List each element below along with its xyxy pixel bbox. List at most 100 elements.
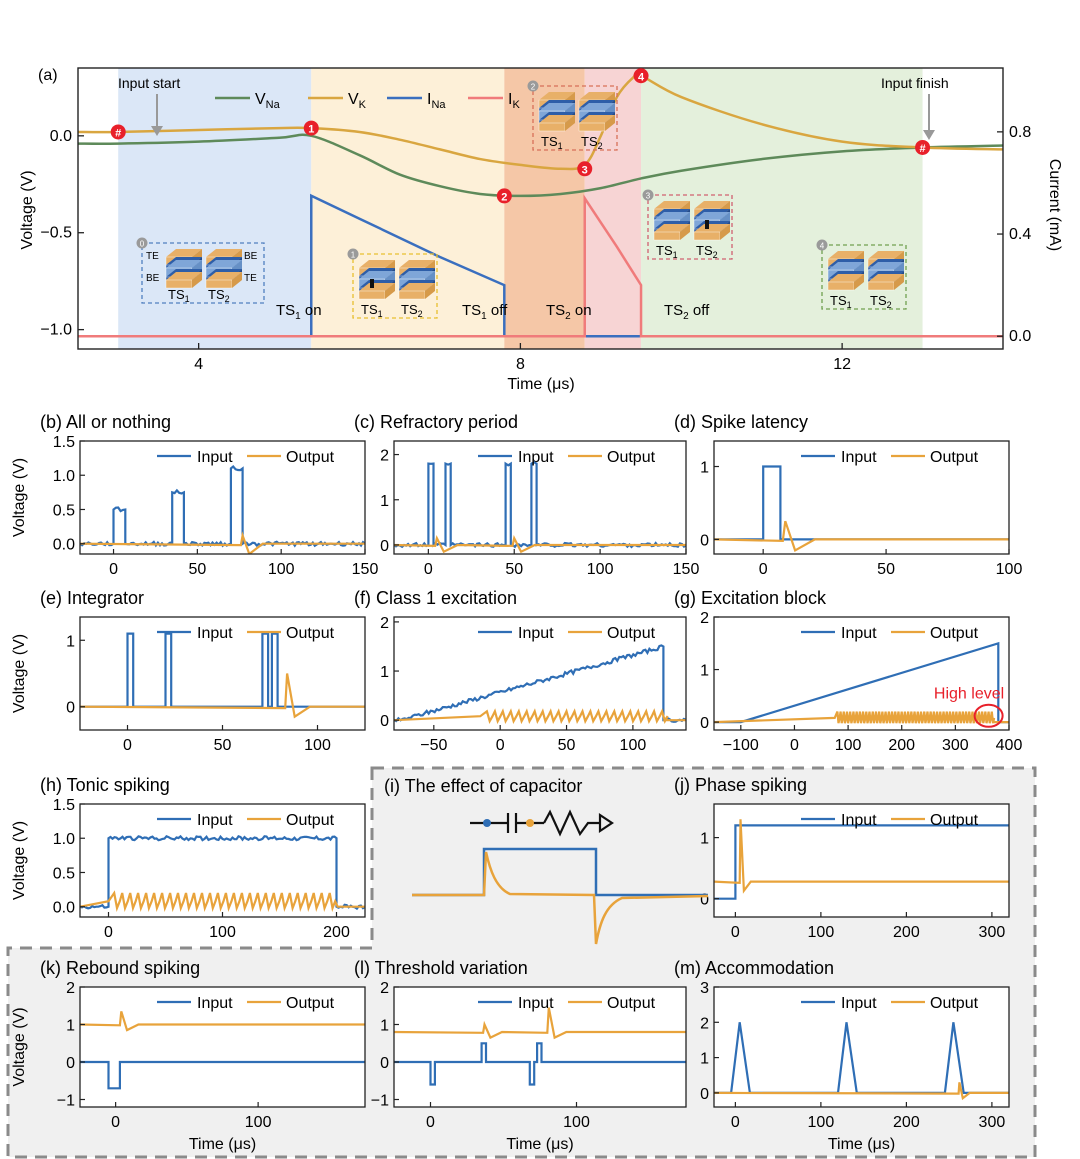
layer-top [579,115,615,123]
ts1-sub: 1 [185,294,190,304]
panel-ylabel: Voltage (V) [11,634,28,713]
panel-a-ylabel-left: Voltage (V) [19,170,36,249]
y-tick-label: 0 [380,1055,389,1072]
state-marker-0 [110,124,126,140]
y-tick-label: 1.5 [53,434,75,451]
layer-top [539,103,575,111]
y-tick-label: 0 [700,715,709,732]
legend-output-label: Output [607,625,656,642]
y-tick-label: 2 [380,615,389,632]
layer-top [166,249,202,257]
layer-side [425,283,435,299]
ts1-label: TS1 [168,287,190,304]
panel-title: (l) Threshold variation [354,958,528,978]
layer-top [359,283,395,291]
series-output-line [714,520,1009,553]
ts2-label: TS2 [696,243,718,260]
legend-ina: INa [427,91,446,111]
ts1-label: TS1 [656,243,678,260]
y-tick-label: 0.0 [53,900,75,917]
legend-output-label: Output [930,449,979,466]
state-marker-3 [577,161,593,177]
x-tick-label: 100 [245,1114,272,1131]
x-tick-label: 50 [214,737,232,754]
panel-title: (b) All or nothing [40,412,171,432]
state-marker-4 [633,68,649,84]
legend-input-label: Input [841,625,877,642]
layer-side [605,115,615,131]
panel-a-xlabel: Time (μs) [507,376,574,393]
y-tick-label: 1.5 [53,797,75,814]
x-tick-label: 400 [996,737,1023,754]
y-tick-label: 2 [380,448,389,465]
te-label: TE [146,251,159,262]
plot-area [714,1022,1009,1101]
layer-front [578,122,606,132]
y-tick-label: 1 [380,493,389,510]
layer-top [868,251,904,259]
layer-top [828,251,864,259]
x-tick-label: 0 [104,924,113,941]
y-tick-label: 0.0 [50,128,72,145]
x-tick-label: 100 [808,924,835,941]
rc-node-output [526,819,534,827]
series-output-line [394,534,686,554]
ts2-label: TS2 [208,287,230,304]
x-tick-label: 12 [833,356,851,373]
series-ina-line [78,193,642,338]
x-tick-label: 100 [268,561,295,578]
y-tick-label: 0 [66,1055,75,1072]
x-tick-label: 200 [893,1114,920,1131]
series-output-line [80,1011,365,1032]
panel-title: (d) Spike latency [674,412,808,432]
phase-band [118,68,312,349]
x-tick-label: 150 [352,561,379,578]
y-tick-label: 2 [700,1015,709,1032]
plot-bg [80,987,365,1107]
plot-area [80,834,365,913]
ts2-sub: 2 [887,300,892,310]
legend-vk: VK [348,91,367,111]
legend-output-label: Output [607,449,656,466]
y-tick-label: 1 [380,664,389,681]
y2-tick-label: 0.4 [1009,226,1031,243]
plot-bg [714,617,1009,730]
layer-top [539,92,575,100]
ts2-label: TS2 [581,134,603,151]
x-tick-label: −100 [723,737,759,754]
filament [705,220,709,229]
inset-state-label: 3 [646,192,651,201]
plot-bg [714,804,1009,917]
layer-top [399,283,435,291]
panel-ylabel: Voltage (V) [11,821,28,900]
ts1-label: TS1 [830,293,852,310]
x-tick-label: −50 [420,737,447,754]
y-tick-label: −0.5 [40,225,72,242]
x-tick-label: 0 [496,737,505,754]
y-tick-label: 0 [380,713,389,730]
legend-input-label: Input [197,812,233,829]
x-tick-label: 50 [505,561,523,578]
layer-side [192,272,202,288]
legend-output-label: Output [930,995,979,1012]
series-output-line [394,1007,686,1040]
panel-title: (h) Tonic spiking [40,775,170,795]
plot-bg [80,441,365,554]
panel-title: (m) Accommodation [674,958,834,978]
ts1-device-icon [827,251,864,291]
layer-top [579,103,615,111]
panel-frame [393,616,687,731]
te-label: TE [244,273,257,284]
y-tick-label: 1 [380,1018,389,1035]
x-tick-label: 0 [426,1114,435,1131]
layer-front [867,281,895,291]
y-tick-label: −1 [57,1093,75,1110]
series-input-line [394,1042,686,1086]
